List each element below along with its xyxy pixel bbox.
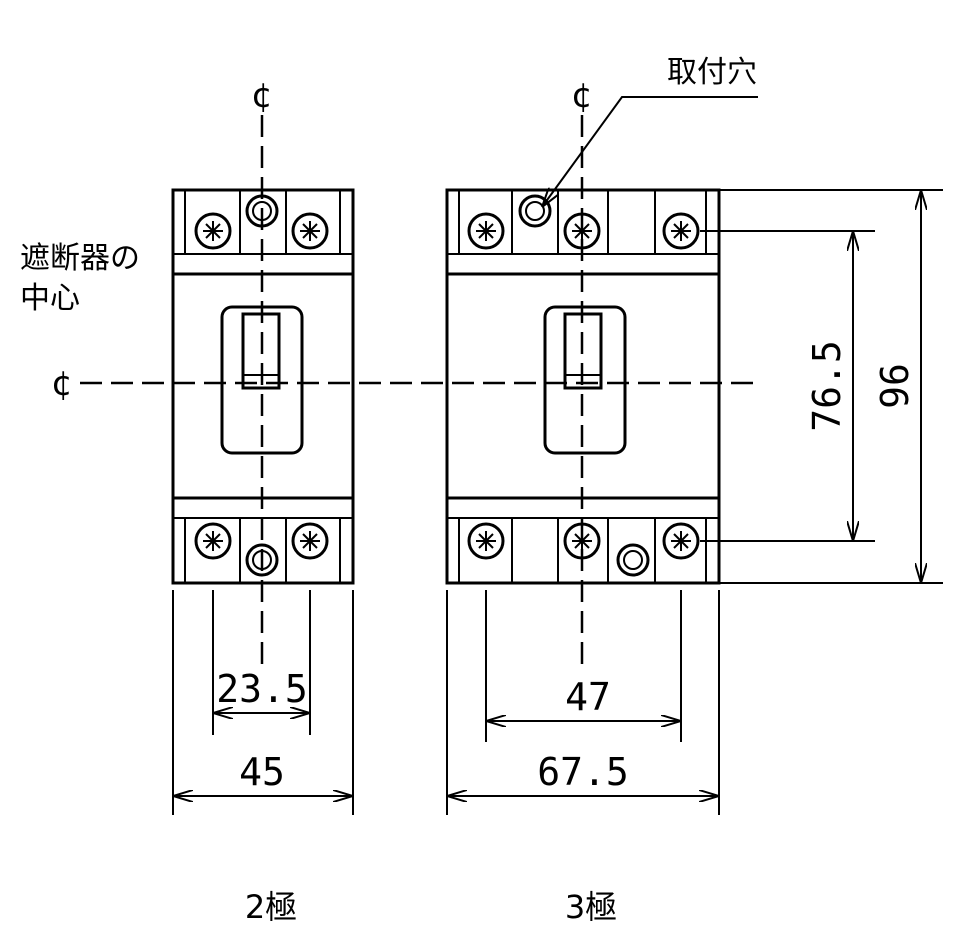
mounting-hole-icon [616,543,650,577]
breaker-handle [543,305,627,455]
center-lines [80,115,760,665]
dimension-3pole-pitch-value: 47 [565,675,611,719]
centerline-symbol-2pole: ¢ [251,76,273,116]
dimension-2pole-pitch [212,590,311,735]
terminal-screw-icon [194,522,232,560]
terminal-screw-icon [291,522,329,560]
terminal-screw-icon [291,212,329,250]
breaker-center-label-line2: 中心 [20,281,80,316]
dimension-3pole-width [446,590,720,815]
terminal-screw-icon [194,212,232,250]
centerline-symbol-horizontal: ¢ [51,364,73,404]
terminal-screw-icon [662,522,700,560]
terminal-screw-icon [662,212,700,250]
dimension-3pole-width-value: 67.5 [537,750,629,794]
centerline-symbol-3pole: ¢ [571,76,593,116]
dimension-hole-pitch-value: 76.5 [805,340,849,432]
dimension-2pole-width-value: 45 [239,750,285,794]
terminal-screw-icon [467,212,505,250]
pole2-label: 2極 [245,888,297,926]
breaker-center-label-line1: 遮断器の [20,241,140,276]
mounting-hole-label: 取付穴 [667,55,757,90]
pole3-label: 3極 [565,888,617,926]
mounting-hole-icon [518,194,552,228]
terminal-screw-icon [467,522,505,560]
dimension-height [719,189,943,584]
dimension-2pole-width [172,590,354,815]
mounting-hole-leader [542,96,758,207]
dimension-height-value: 96 [873,363,917,409]
dimension-2pole-pitch-value: 23.5 [216,667,308,711]
dimension-hole-pitch [700,230,875,542]
dimension-3pole-pitch [485,590,682,742]
